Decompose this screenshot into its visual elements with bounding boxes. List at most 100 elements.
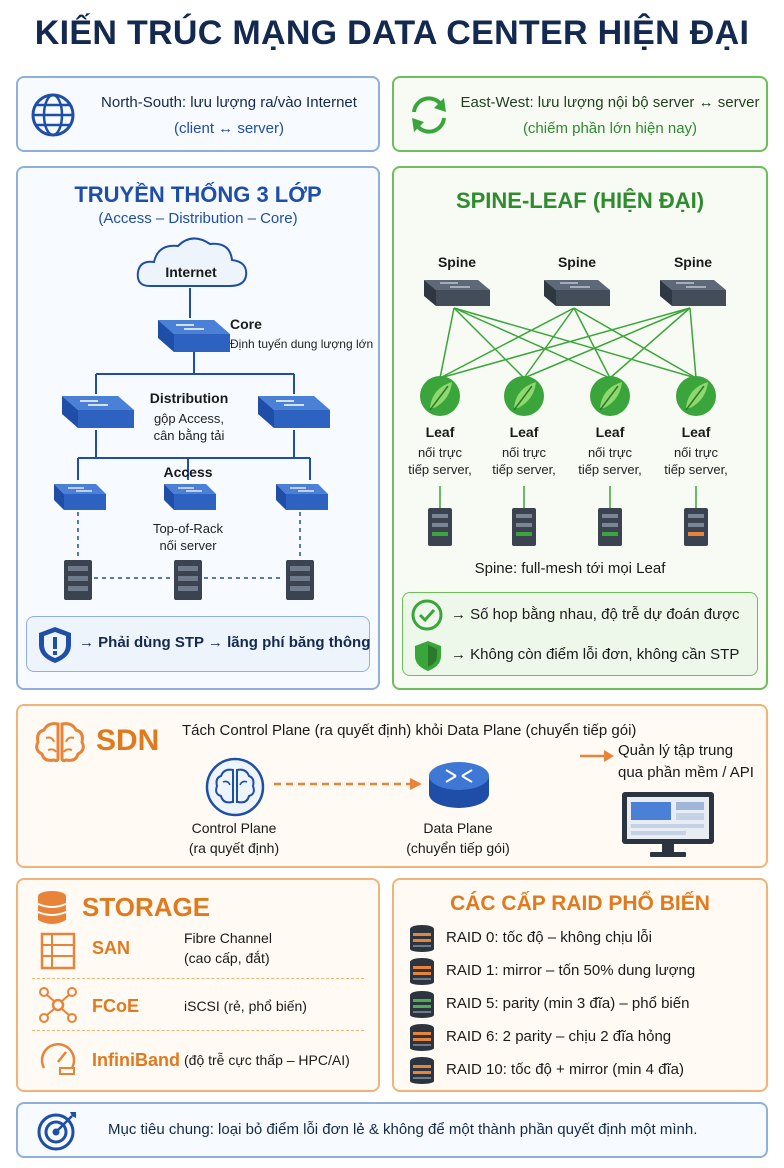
storage-item-1-desc2: (cao cấp, đắt) xyxy=(184,950,270,966)
leaf-1-label: Leaf xyxy=(425,424,455,440)
fcoe-network-icon xyxy=(39,987,77,1023)
distribution-label: Distribution xyxy=(149,390,229,406)
monitor-icon xyxy=(622,792,714,857)
sdn-title: SDN xyxy=(96,724,160,757)
storage-item-2-name: FCoE xyxy=(92,996,139,1016)
access-switch-left-icon xyxy=(54,484,106,510)
distribution-desc2: cân bằng tải xyxy=(153,428,225,443)
data-plane-router-icon xyxy=(429,762,489,808)
control-plane-desc: (ra quyết định) xyxy=(188,840,280,856)
brain-icon xyxy=(35,722,85,763)
dashed-arrow-icon xyxy=(274,778,422,790)
spine-3-label: Spine xyxy=(673,254,713,270)
storage-item-3-desc1: (độ trễ cực thấp – HPC/AI) xyxy=(184,1052,350,1068)
raid-item-5: RAID 10: tốc độ + mirror (min 4 đĩa) xyxy=(446,1061,684,1078)
raid-disk-stack-icon xyxy=(410,991,434,1018)
leaf-4-desc2: tiếp server, xyxy=(664,462,728,477)
control-plane-brain-icon xyxy=(205,757,265,817)
distribution-switch-left-icon xyxy=(62,396,134,428)
leaf-2-desc2: tiếp server, xyxy=(492,462,556,477)
traditional-subtitle: (Access – Distribution – Core) xyxy=(98,210,298,227)
sdn-mgmt-line2: qua phần mềm / API xyxy=(618,764,754,781)
leaf-1-icon xyxy=(420,376,460,416)
stp-note-text: → Phải dùng STP → lãng phí băng thông xyxy=(79,634,371,651)
raid-disk-stack-icon xyxy=(410,1057,434,1084)
spine-switch-2-icon xyxy=(544,280,610,306)
spine-1-label: Spine xyxy=(437,254,477,270)
leaf-4-label: Leaf xyxy=(681,424,711,440)
north-south-line1: North-South: lưu lượng ra/vào Internet xyxy=(101,94,357,111)
core-switch-icon xyxy=(158,320,230,352)
check-circle-icon xyxy=(411,599,443,631)
database-icon xyxy=(37,891,67,924)
raid-disk-stack-icon xyxy=(410,925,434,952)
spine-switch-3-icon xyxy=(660,280,726,306)
east-west-line2: (chiếm phần lớn hiện nay) xyxy=(522,120,698,137)
data-plane-desc: (chuyển tiếp gói) xyxy=(406,840,510,856)
east-west-panel: East-West: lưu lượng nội bộ server ↔ ser… xyxy=(392,76,768,152)
leaf-2-icon xyxy=(504,376,544,416)
leaf-server-2-icon xyxy=(512,508,536,546)
refresh-icon xyxy=(412,96,446,134)
leaf-3-desc2: tiếp server, xyxy=(578,462,642,477)
storage-title: STORAGE xyxy=(82,892,211,922)
leaf-2-label: Leaf xyxy=(509,424,539,440)
leaf-2-desc1: nối trực xyxy=(501,445,547,460)
sdn-panel: SDN Tách Control Plane (ra quyết định) k… xyxy=(16,704,768,868)
distribution-desc1: gộp Access, xyxy=(153,411,225,426)
leaf-1-desc1: nối trực xyxy=(417,445,463,460)
east-west-line1: East-West: lưu lượng nội bộ server ↔ ser… xyxy=(460,94,760,111)
traditional-panel: TRUYỀN THỐNG 3 LỚP (Access – Distributio… xyxy=(16,166,380,690)
access-desc1: Top-of-Rack xyxy=(152,521,224,536)
storage-item-3-name: InfiniBand xyxy=(92,1050,180,1070)
leaf-3-icon xyxy=(590,376,630,416)
north-south-line2: (client ↔ server) xyxy=(173,120,285,137)
access-switch-middle-icon xyxy=(164,484,216,510)
storage-panel: STORAGE SAN Fibre Channel (cao cấp, đắt)… xyxy=(16,878,380,1092)
leaf-3-desc1: nối trực xyxy=(587,445,633,460)
distribution-switch-right-icon xyxy=(258,396,330,428)
access-label: Access xyxy=(163,464,213,480)
access-desc2: nối server xyxy=(159,538,217,553)
traditional-title: TRUYỀN THỐNG 3 LỚP xyxy=(74,182,322,207)
benefit-2: → Không còn điểm lỗi đơn, không cần STP xyxy=(451,646,740,663)
leaf-4-desc1: nối trực xyxy=(673,445,719,460)
gauge-icon xyxy=(40,1043,76,1075)
sdn-mgmt-line1: Quản lý tập trung xyxy=(618,742,734,759)
arrow-right-icon xyxy=(580,750,614,762)
spine-switch-1-icon xyxy=(424,280,490,306)
data-plane-label: Data Plane xyxy=(423,820,493,836)
spine-2-label: Spine xyxy=(557,254,597,270)
storage-divider-1 xyxy=(32,978,364,979)
leaf-1-desc2: tiếp server, xyxy=(408,462,472,477)
three-tier-diagram xyxy=(54,237,330,600)
sdn-desc: Tách Control Plane (ra quyết định) khỏi … xyxy=(182,722,637,739)
storage-item-1-desc1: Fibre Channel xyxy=(184,930,272,946)
raid-item-2: RAID 1: mirror – tốn 50% dung lượng xyxy=(446,962,696,979)
san-rack-icon xyxy=(40,932,76,970)
raid-panel: CÁC CẤP RAID PHỔ BIẾN RAID 0: tốc độ – k… xyxy=(392,878,768,1092)
shield-check-icon xyxy=(415,641,441,671)
storage-item-1-name: SAN xyxy=(92,938,131,958)
control-plane-label: Control Plane xyxy=(191,820,277,836)
leaf-server-4-icon xyxy=(684,508,708,546)
goal-banner: Mục tiêu chung: loại bỏ điểm lỗi đơn lẻ … xyxy=(16,1102,768,1158)
core-desc: Định tuyến dung lượng lớn xyxy=(230,337,374,351)
raid-item-4: RAID 6: 2 parity – chịu 2 đĩa hỏng xyxy=(446,1028,672,1045)
server-middle-icon xyxy=(174,560,202,600)
internet-cloud-icon xyxy=(136,237,248,287)
leaf-server-3-icon xyxy=(598,508,622,546)
raid-item-3: RAID 5: parity (min 3 đĩa) – phổ biến xyxy=(446,995,690,1012)
leaf-3-label: Leaf xyxy=(595,424,625,440)
spine-leaf-benefits: → Số hop bằng nhau, độ trễ dự đoán được … xyxy=(402,592,758,676)
stp-note: → Phải dùng STP → lãng phí băng thông xyxy=(26,616,370,672)
server-left-icon xyxy=(64,560,92,600)
spine-leaf-panel: SPINE-LEAF (HIỆN ĐẠI) xyxy=(392,166,768,690)
page-title: KIẾN TRÚC MẠNG DATA CENTER HIỆN ĐẠI xyxy=(34,14,750,52)
target-icon xyxy=(37,1112,76,1151)
raid-disk-stack-icon xyxy=(410,1024,434,1051)
storage-item-2-desc1: iSCSI (rẻ, phổ biến) xyxy=(184,998,307,1014)
benefit-1: → Số hop bằng nhau, độ trễ dự đoán được xyxy=(451,606,740,623)
mesh-note: Spine: full-mesh tới mọi Leaf xyxy=(474,560,666,577)
north-south-panel: North-South: lưu lượng ra/vào Internet (… xyxy=(16,76,380,152)
